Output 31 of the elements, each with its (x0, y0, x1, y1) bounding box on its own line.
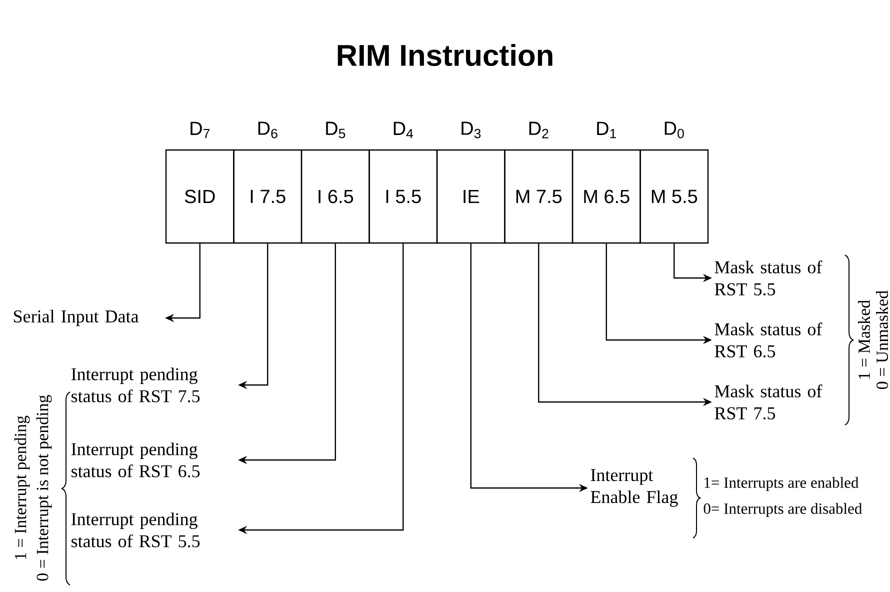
bit-label: D$_{1}$ (597, 122, 616, 138)
register-cell: M 5.5 (640, 149, 709, 244)
description-text: Mask status of RST 5.5 (714, 260, 822, 296)
bit-label: D$_{4}$ (394, 122, 414, 138)
bit-label: D$_{7}$ (190, 122, 210, 138)
register-cell: M 6.5 (572, 149, 641, 244)
description-text: Mask status of RST 7.5 (714, 384, 822, 420)
description-text: Interrupt pending status of RST 6.5 (71, 442, 200, 478)
register-cell: I 5.5 (368, 149, 438, 244)
brace-label: 0 = Unmasked (876, 290, 888, 389)
bit-label: D$_{5}$ (326, 122, 346, 138)
register-cell: I 7.5 (233, 149, 302, 244)
bit-label: D$_{6}$ (258, 122, 278, 138)
brace-label: 0 = Interrupt is not pending (36, 395, 52, 581)
description-text: Mask status of RST 6.5 (714, 322, 822, 358)
register-cell: M 7.5 (504, 149, 574, 244)
bit-label: D$_{0}$ (664, 122, 684, 138)
brace-label: 1 = Masked (858, 300, 870, 379)
description-text: Interrupt Enable Flag (590, 469, 678, 507)
register-cell: SID (165, 149, 234, 244)
brace-label: 0= Interrupts are disabled (704, 502, 862, 518)
register-cell: I 6.5 (300, 149, 370, 244)
register-cell: IE (436, 149, 506, 244)
description-text: Serial Input Data (14, 310, 139, 326)
title: RIM Instruction (338, 44, 552, 66)
brace-label: 1= Interrupts are enabled (704, 476, 859, 492)
bit-label: D$_{2}$ (529, 122, 548, 138)
bit-label: D$_{3}$ (462, 122, 481, 138)
description-text: Interrupt pending status of RST 7.5 (71, 368, 200, 402)
description-text: Interrupt pending status of RST 5.5 (71, 512, 200, 548)
brace-label: 1 = Interrupt pending (14, 416, 30, 560)
